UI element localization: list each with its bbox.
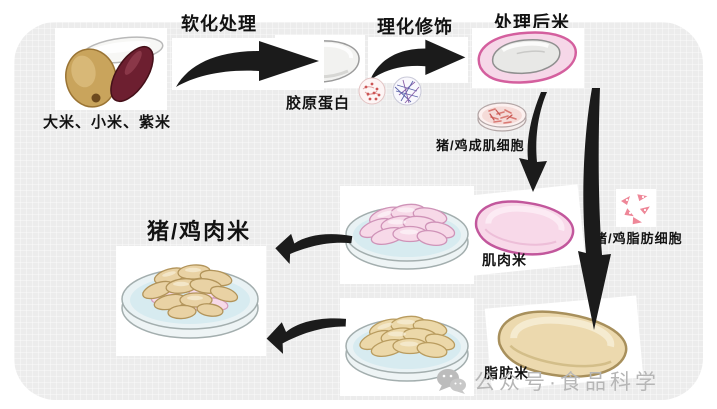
final-dish-box xyxy=(116,246,266,356)
collagen-label: 胶原蛋白 xyxy=(286,95,351,112)
arrow-fat-dish-to-final-icon xyxy=(263,312,349,358)
modify-arrow-box xyxy=(368,37,468,83)
myoblast-culture-dish xyxy=(476,96,528,136)
arrow-to-fat-rice-icon xyxy=(578,88,614,330)
soften-arrow-icon xyxy=(176,41,319,87)
fat-culture-dish-box xyxy=(340,298,474,396)
muscle-rice-label: 肌肉米 xyxy=(482,252,527,268)
rice-millet-purple-rice-grains-illustration xyxy=(65,36,164,108)
fiber-network-micrograph xyxy=(392,76,422,106)
adipocytes-label: 猪/鸡脂肪细胞 xyxy=(594,231,683,246)
pink-muscle-rice-grain-illustration xyxy=(474,200,575,256)
collagen-cell-micrograph xyxy=(358,77,386,105)
muscle-culture-dish-box xyxy=(340,186,474,284)
myoblasts-label: 猪/鸡成肌细胞 xyxy=(436,138,525,153)
watermark-text: 公众号·食品科学 xyxy=(474,371,660,394)
adipocyte-micrograph xyxy=(616,189,656,227)
arrow-to-muscle-rice-icon xyxy=(516,92,550,192)
source-grains-label: 大米、小米、紫米 xyxy=(43,114,172,131)
final-product-title: 猪/鸡肉米 xyxy=(147,219,252,244)
treated-rice-box xyxy=(472,28,584,88)
modify-arrow-icon xyxy=(370,39,466,81)
arrow-muscle-dish-to-final-icon xyxy=(271,223,356,274)
petri-dish-tan-rice-illustration xyxy=(345,315,469,382)
muscle-rice-box xyxy=(464,184,586,276)
fat-rice-label: 脂肪米 xyxy=(484,365,529,381)
soften-arrow-box xyxy=(172,38,324,90)
petri-dish-mixed-meat-rice-illustration xyxy=(121,264,259,339)
pink-coated-rice-grain-illustration xyxy=(477,31,578,84)
step-soften-label: 软化处理 xyxy=(181,14,257,34)
wechat-icon xyxy=(437,368,466,394)
watermark: 公众号·食品科学 xyxy=(436,366,660,396)
petri-dish-pink-rice-illustration xyxy=(345,203,469,270)
source-grains-box xyxy=(55,28,167,110)
step-modify-label: 理化修饰 xyxy=(377,17,453,37)
